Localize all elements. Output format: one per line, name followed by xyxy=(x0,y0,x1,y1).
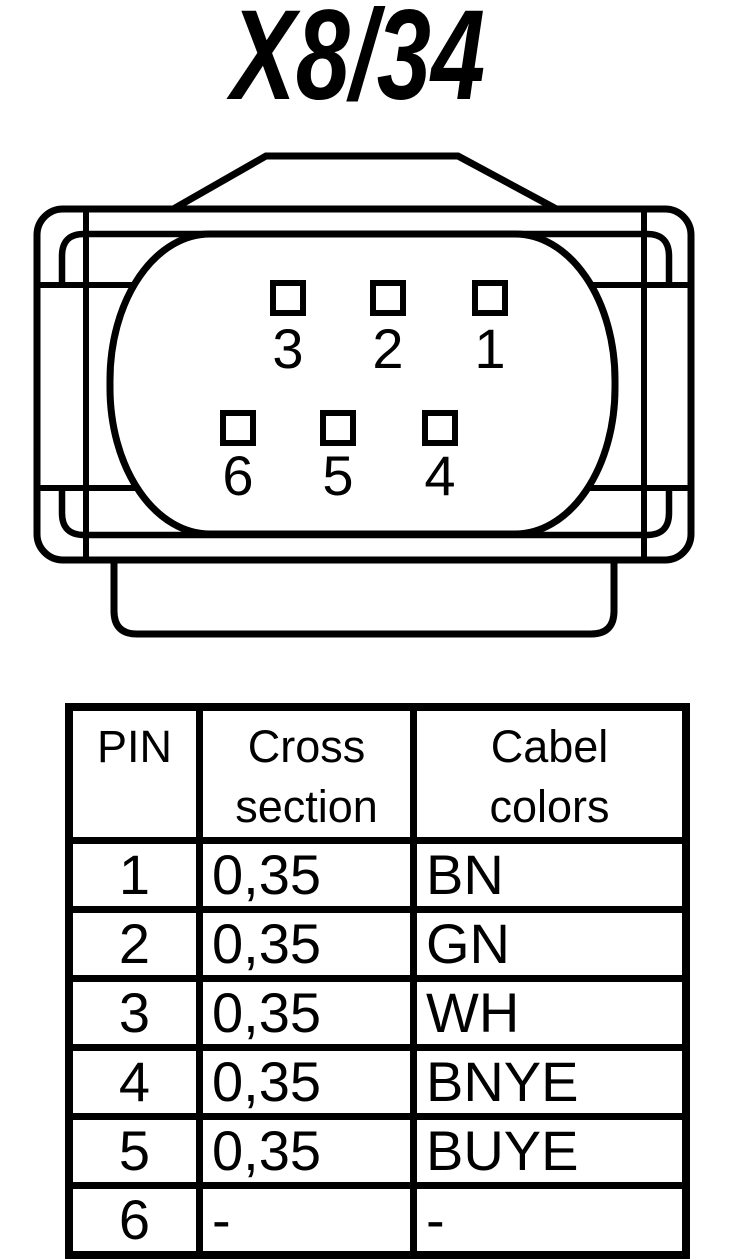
pin-label-2: 2 xyxy=(372,317,403,380)
cell-cross-section: 0,35 xyxy=(196,975,417,1051)
connector-oval-face xyxy=(106,230,619,538)
pin-label-3: 3 xyxy=(272,317,303,380)
cell-pin: 2 xyxy=(65,906,203,982)
table-row: 5 0,35 BUYE xyxy=(65,1113,690,1189)
cell-pin: 4 xyxy=(65,1044,203,1120)
pin-square-1 xyxy=(472,280,508,316)
table-row: 3 0,35 WH xyxy=(65,975,690,1051)
cell-cable-color: WH xyxy=(410,975,690,1051)
pin-square-2 xyxy=(370,280,406,316)
connector-key-trapezoid xyxy=(154,152,564,216)
cell-pin: 1 xyxy=(65,837,203,913)
cell-cable-color: BUYE xyxy=(410,1113,690,1189)
cell-cross-section: 0,35 xyxy=(196,837,417,913)
header-cable-colors: Cabel colors xyxy=(410,703,690,844)
table-header-row: PIN Cross section Cabel colors xyxy=(65,703,690,844)
pin-label-5: 5 xyxy=(322,444,353,507)
cell-pin: 3 xyxy=(65,975,203,1051)
header-pin: PIN xyxy=(65,703,203,844)
pin-label-1: 1 xyxy=(474,317,505,380)
pin-square-3 xyxy=(270,280,306,316)
pin-label-6: 6 xyxy=(222,444,253,507)
cell-cross-section: 0,35 xyxy=(196,906,417,982)
cell-cross-section: 0,35 xyxy=(196,1044,417,1120)
cell-cable-color: - xyxy=(410,1182,690,1259)
pin-square-4 xyxy=(422,410,458,446)
cell-pin: 6 xyxy=(65,1182,203,1259)
cell-cable-color: BN xyxy=(410,837,690,913)
cell-cable-color: GN xyxy=(410,906,690,982)
header-cross-section: Cross section xyxy=(196,703,417,844)
cell-cable-color: BNYE xyxy=(410,1044,690,1120)
cell-cross-section: 0,35 xyxy=(196,1113,417,1189)
table-row: 6 - - xyxy=(65,1182,690,1259)
table-row: 1 0,35 BN xyxy=(65,837,690,913)
pin-square-5 xyxy=(320,410,356,446)
cell-cross-section: - xyxy=(196,1182,417,1259)
connector-bottom-tab xyxy=(110,556,618,638)
table-row: 4 0,35 BNYE xyxy=(65,1044,690,1120)
connector-title: X8/34 xyxy=(230,0,486,127)
pin-label-4: 4 xyxy=(424,444,455,507)
pin-square-6 xyxy=(220,410,256,446)
cell-pin: 5 xyxy=(65,1113,203,1189)
pinout-table: PIN Cross section Cabel colors 1 0,35 BN… xyxy=(65,703,690,1259)
table-row: 2 0,35 GN xyxy=(65,906,690,982)
connector-diagram: 3 2 1 6 5 4 xyxy=(33,152,695,638)
